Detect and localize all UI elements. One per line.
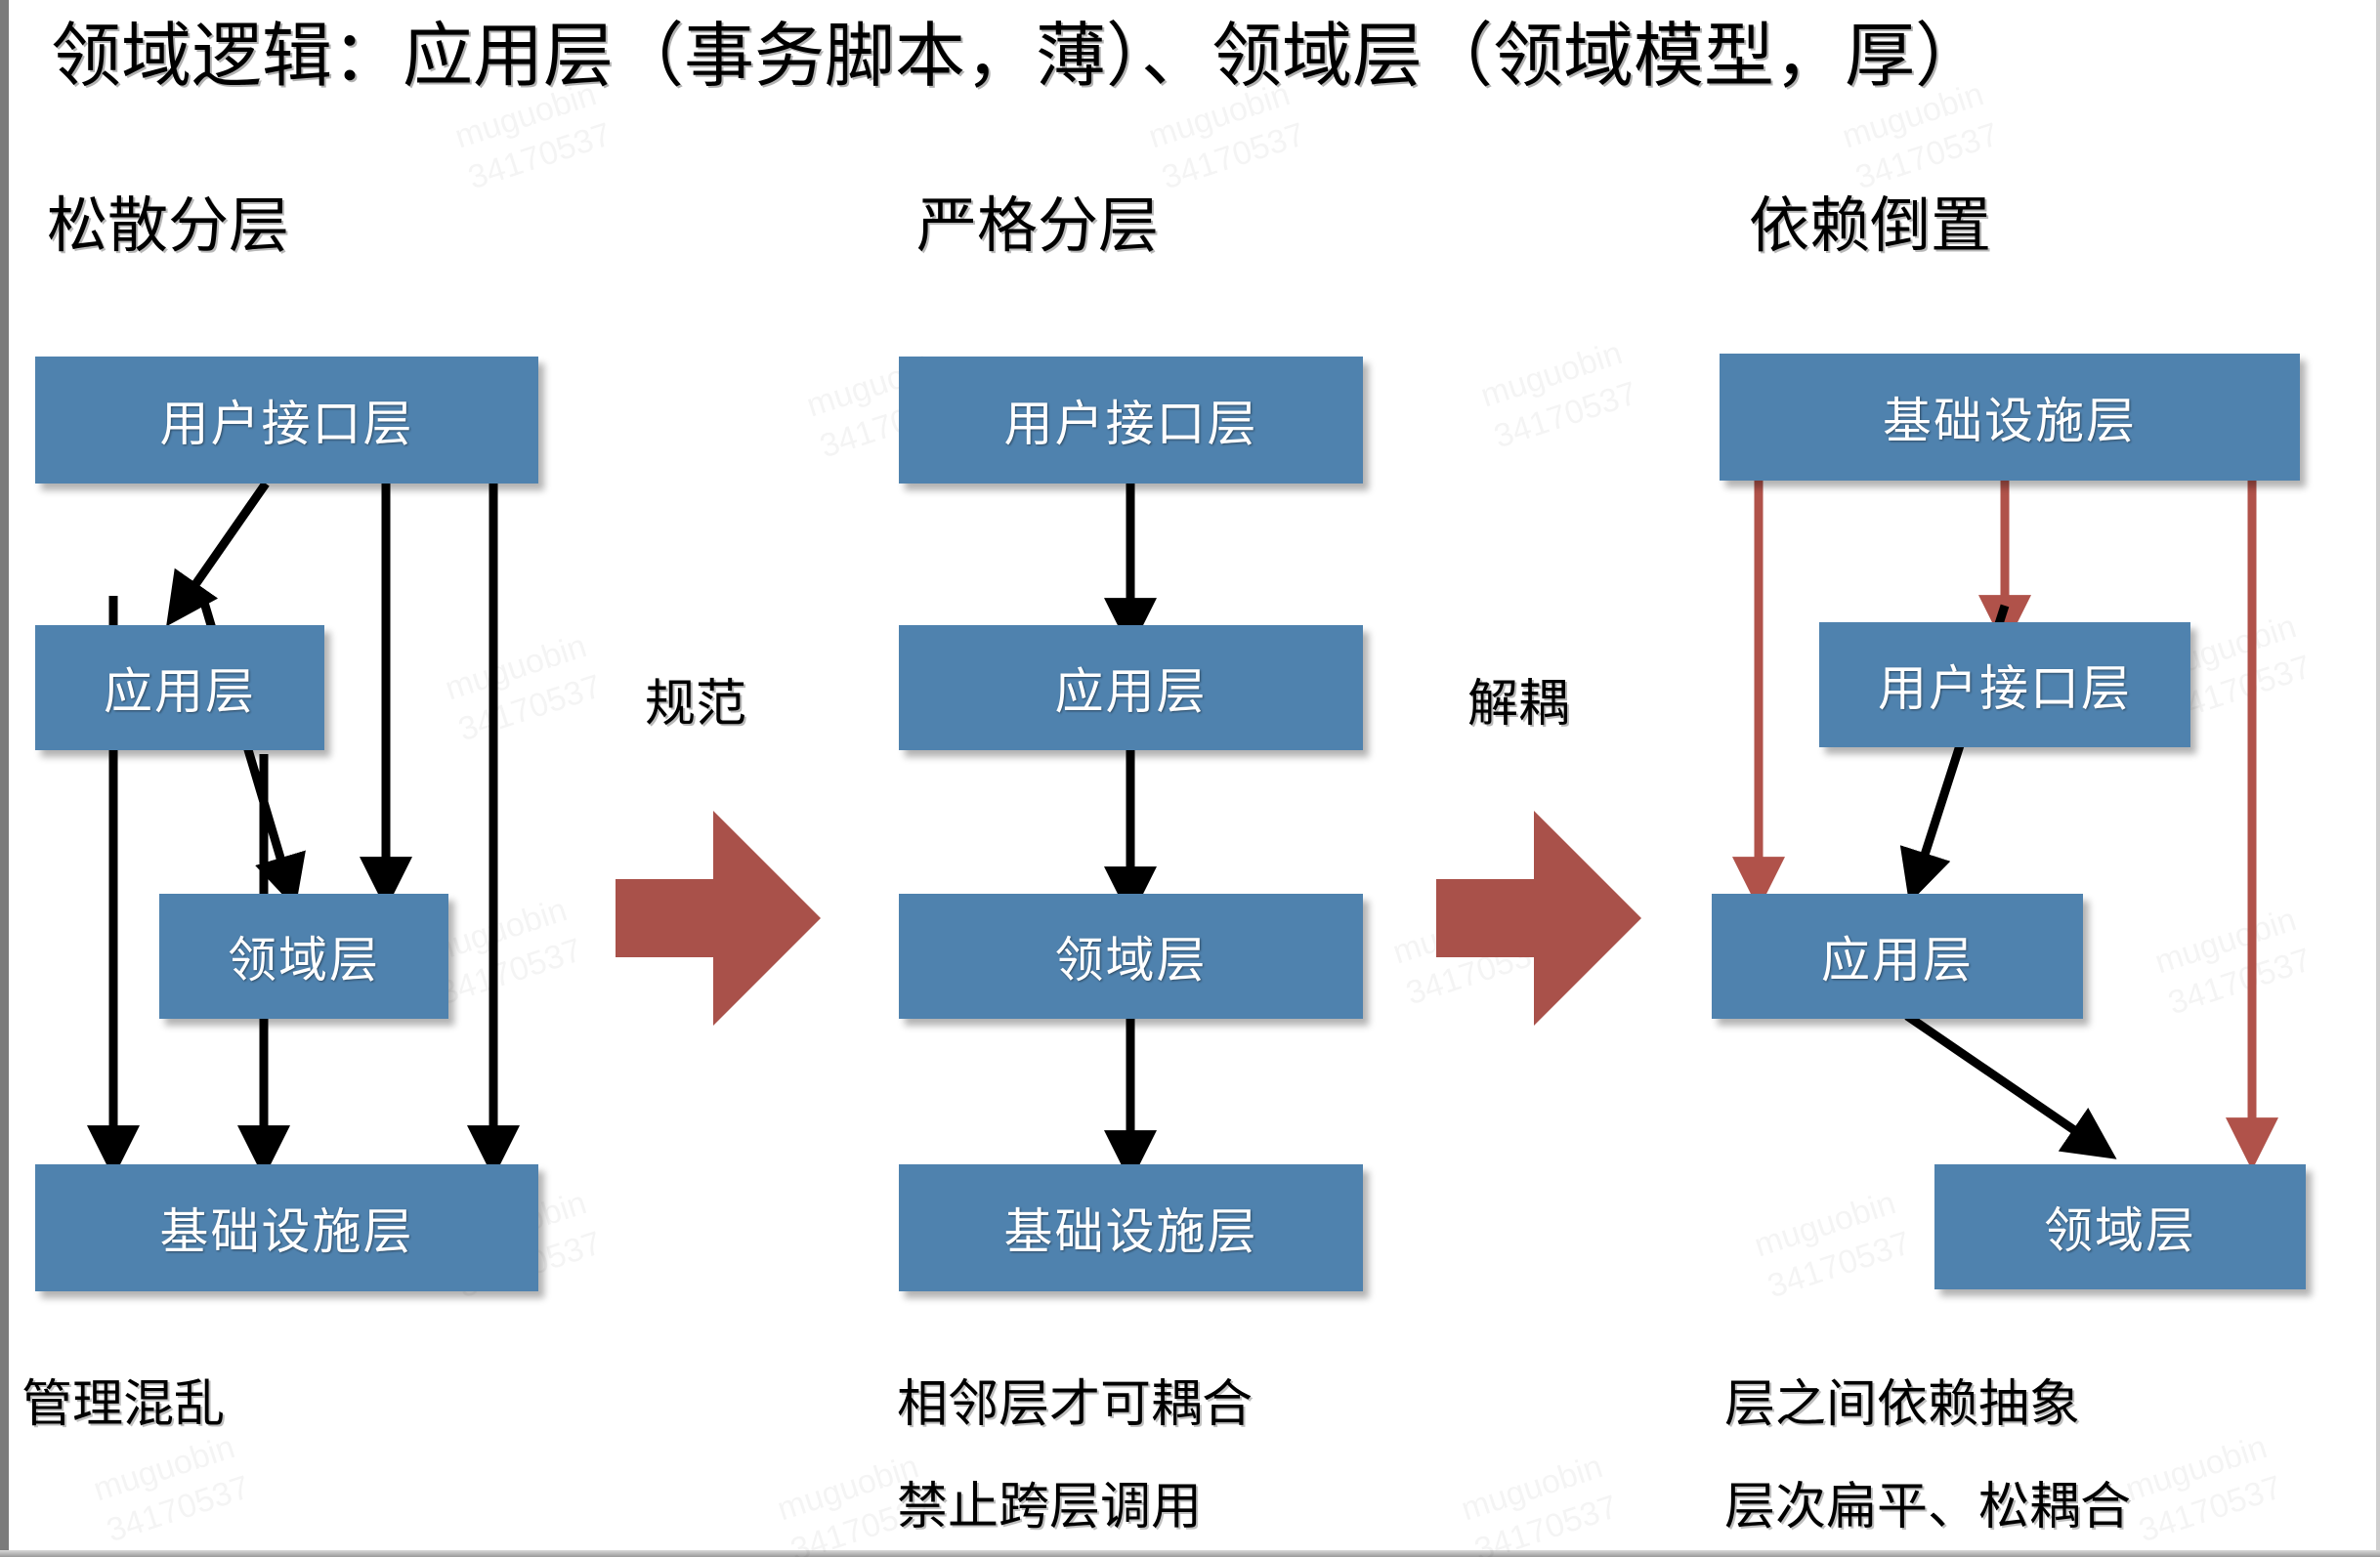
node-label: 基础设施层 [1003,1204,1258,1259]
watermark: muguobin34170537 [1456,1445,1623,1557]
block-arrow-standardize [616,811,821,1026]
node-loose-domain[interactable]: 领域层 [159,894,448,1019]
node-strict-domain[interactable]: 领域层 [899,894,1363,1019]
caption-inversion-1: 层之间依赖抽象 [1724,1376,2081,1433]
column-heading-strict: 严格分层 [916,192,1160,260]
node-label: 基础设施层 [1883,394,2137,448]
node-loose-infrastructure[interactable]: 基础设施层 [35,1164,538,1291]
node-label: 用户接口层 [1878,661,2132,716]
node-label: 用户接口层 [159,397,414,451]
node-label: 基础设施层 [159,1204,414,1259]
block-arrow-decouple [1436,811,1641,1026]
node-loose-application[interactable]: 应用层 [35,625,324,750]
right-gutter-bar [2376,0,2380,1557]
transition-label-decouple: 解耦 [1467,676,1570,733]
slide-title: 领域逻辑：应用层（事务脚本，薄）、领域层（领域模型，厚） [51,18,1986,96]
node-label: 用户接口层 [1003,397,1258,451]
edge3-app-to-domain [1904,1012,2117,1159]
node-label: 应用层 [104,664,256,719]
node-strict-user-interface[interactable]: 用户接口层 [899,357,1363,484]
watermark: muguobin34170537 [1475,331,1642,458]
node-label: 应用层 [1821,933,1974,988]
node-label: 领域层 [228,933,380,988]
left-gutter-bar [0,0,9,1557]
edge-ui-to-app [166,481,270,627]
node-inversion-domain[interactable]: 领域层 [1934,1164,2306,1289]
node-label: 领域层 [2044,1203,2196,1258]
watermark: muguobin34170537 [88,1425,255,1552]
node-strict-infrastructure[interactable]: 基础设施层 [899,1164,1363,1291]
caption-strict-2: 禁止跨层调用 [897,1479,1203,1536]
node-strict-application[interactable]: 应用层 [899,625,1363,750]
node-label: 应用层 [1054,664,1208,719]
watermark: muguobin34170537 [440,624,607,751]
node-label: 领域层 [1054,933,1208,988]
node-loose-user-interface[interactable]: 用户接口层 [35,357,538,484]
watermark: muguobin34170537 [2120,1425,2287,1552]
bottom-gutter-bar [0,1550,2380,1557]
node-inversion-application[interactable]: 应用层 [1712,894,2083,1019]
node-inversion-user-interface[interactable]: 用户接口层 [1819,622,2190,747]
caption-inversion-2: 层次扁平、松耦合 [1724,1479,2132,1536]
caption-loose-1: 管理混乱 [21,1376,226,1433]
column-heading-loose: 松散分层 [47,192,290,260]
transition-label-standardize: 规范 [645,676,747,733]
watermark: muguobin34170537 [2149,898,2316,1025]
column-heading-inversion: 依赖倒置 [1749,192,1992,260]
node-inversion-infrastructure[interactable]: 基础设施层 [1720,354,2300,481]
caption-strict-1: 相邻层才可耦合 [897,1376,1254,1433]
watermark: muguobin34170537 [1749,1181,1916,1308]
